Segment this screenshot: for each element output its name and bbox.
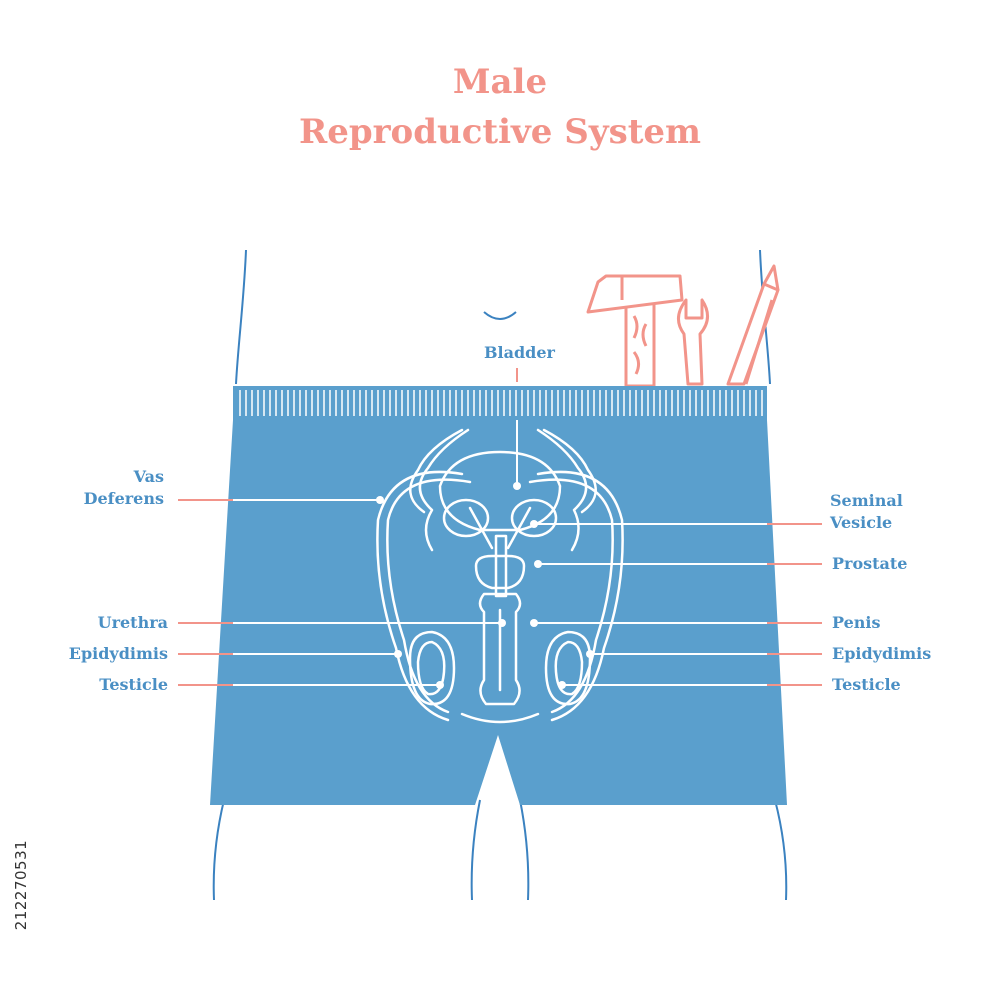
- label-testicle-right: Testicle: [832, 675, 901, 694]
- body-outline: [212, 249, 788, 901]
- label-seminal-vesicle-line2: Vesicle: [830, 513, 893, 532]
- leader-lines: [178, 368, 822, 689]
- title-reproductive-system: Reproductive System: [298, 112, 702, 152]
- label-seminal-vesicle-line1: Seminal: [830, 491, 903, 510]
- label-penis: Penis: [832, 613, 881, 632]
- label-prostate: Prostate: [832, 554, 908, 573]
- label-testicle-left: Testicle: [99, 675, 168, 694]
- stock-id-text: 212270531: [12, 839, 30, 931]
- shorts: [210, 386, 787, 805]
- label-epidydimis-right: Epidydimis: [832, 644, 932, 663]
- wrench-icon: [677, 298, 709, 386]
- label-vas-deferens: Vas Deferens: [60, 466, 164, 510]
- title-male: Male: [452, 62, 548, 102]
- label-bladder: Bladder: [484, 343, 555, 362]
- label-urethra: Urethra: [97, 613, 168, 632]
- pencil-icon: [726, 264, 780, 386]
- label-vas-deferens-line1: Vas: [133, 467, 164, 486]
- label-epidydimis-left: Epidydimis: [68, 644, 168, 663]
- label-seminal-vesicle: Seminal Vesicle: [830, 490, 903, 534]
- hammer-icon: [586, 274, 684, 388]
- stock-id: 212270531: [6, 770, 36, 1000]
- label-vas-deferens-line2: Deferens: [83, 489, 164, 508]
- organ-illustration: [376, 428, 624, 724]
